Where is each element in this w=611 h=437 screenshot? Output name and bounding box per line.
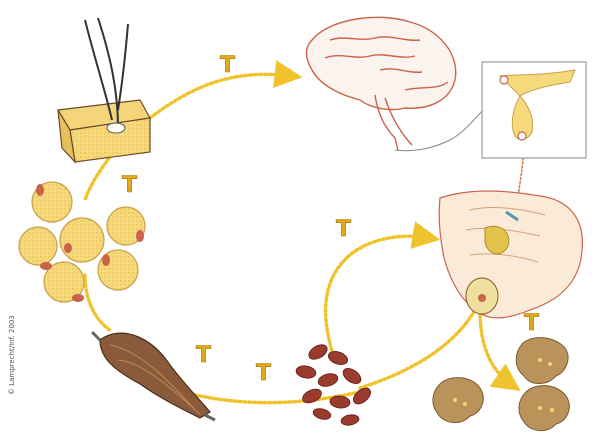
- hormone-label-loop: T: [336, 217, 351, 242]
- hormone-label-skin-brain: T: [220, 53, 235, 78]
- red-blood-cells-icon: [295, 342, 373, 427]
- copyright-text: © Lamprecht/Inf. 2003: [8, 315, 16, 395]
- pathway-skin-to-brain: [150, 74, 292, 118]
- hormone-label-blood: T: [256, 361, 271, 386]
- testis-organ-icon: [439, 191, 582, 318]
- pathway-blood-to-testis: [360, 300, 480, 388]
- hormone-label-muscle: T: [196, 343, 211, 368]
- skin-hair-icon: [58, 18, 150, 162]
- fat-cells-icon: [19, 182, 145, 302]
- pathway-loop-to-testis: [326, 236, 430, 360]
- hormone-label-bone: T: [524, 311, 539, 336]
- nerve-lines: [395, 108, 485, 151]
- pathway-testis-to-bone: [480, 310, 512, 385]
- bone-icon: [433, 338, 569, 431]
- pituitary-inset-icon: [482, 62, 586, 158]
- brain-icon: [306, 17, 455, 150]
- hormone-label-fat: T: [122, 173, 137, 198]
